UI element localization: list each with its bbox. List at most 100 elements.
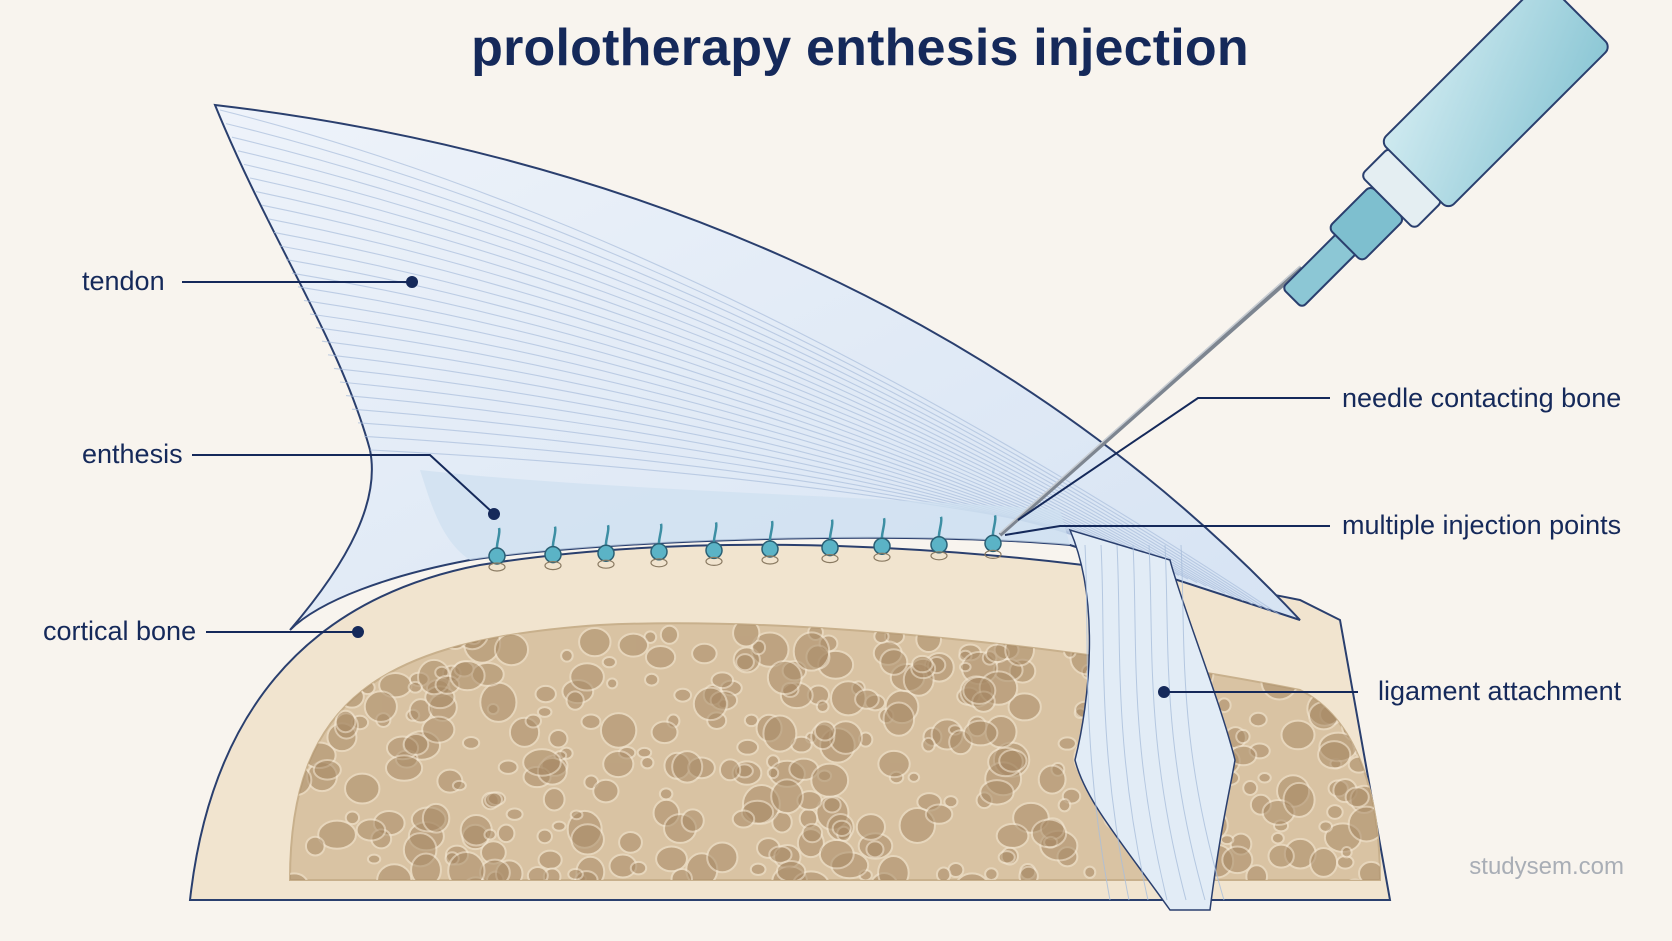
bone-pore	[451, 779, 467, 792]
bone-pore	[813, 720, 837, 742]
bone-pore	[1245, 864, 1269, 880]
bone-pore	[304, 835, 326, 857]
bone-pore	[749, 862, 767, 877]
bone-pore	[1317, 740, 1352, 770]
injection-point	[821, 519, 839, 564]
bone-pore	[691, 642, 718, 665]
bone-pore	[618, 831, 643, 854]
bone-pore	[537, 849, 563, 871]
injection-point	[930, 516, 948, 561]
bone-pore	[447, 851, 486, 880]
bone-pore	[376, 863, 413, 880]
bone-pore	[935, 866, 952, 880]
bone-pore	[1340, 846, 1353, 859]
needle-shaft	[998, 266, 1304, 537]
label-cortical-bone: cortical bone	[43, 616, 197, 646]
bone-pore	[484, 791, 503, 809]
tendon-fiber	[261, 204, 1216, 591]
bone-pore	[567, 867, 584, 880]
bone-pore	[921, 736, 936, 753]
ligament-fiber	[1164, 544, 1206, 901]
label-ligament-attachment: ligament attachment	[1378, 676, 1622, 706]
injection-point	[650, 523, 668, 568]
bone-pore	[560, 648, 574, 663]
bone-pore	[1037, 764, 1067, 795]
bone-pore	[792, 631, 831, 672]
bone-pore	[1326, 804, 1344, 820]
bone-pore	[1057, 798, 1072, 813]
bone-pore	[483, 828, 497, 841]
bone-pore	[1280, 719, 1316, 751]
bone-pore	[524, 713, 543, 729]
ligament-fiber	[1100, 544, 1130, 901]
bone-pore	[366, 853, 382, 865]
bone-pore	[818, 838, 855, 870]
label-tendon: tendon	[82, 266, 165, 296]
bone-pore	[706, 841, 739, 874]
enthesis-zone	[420, 470, 1070, 560]
bone-pore	[410, 852, 442, 880]
enthesis-leader	[192, 454, 493, 513]
bone-pore	[770, 778, 804, 815]
bone-pore	[810, 762, 850, 798]
bone-pore	[962, 719, 999, 747]
bone-pore	[855, 813, 886, 841]
bone-pore	[334, 709, 357, 734]
bone-pore	[762, 714, 798, 753]
bone-pore	[659, 624, 680, 645]
bone-pore	[1309, 847, 1339, 878]
watermark: studysem.com	[1469, 853, 1624, 880]
bone-pore	[569, 809, 584, 821]
bone-pore	[565, 690, 585, 711]
bone-pore	[831, 819, 852, 837]
bone-pore	[580, 713, 602, 730]
injection-points-leader	[1004, 525, 1330, 536]
tendon-fiber	[279, 245, 1189, 580]
ligament-fiber	[1132, 544, 1168, 901]
bone-pore	[1242, 780, 1259, 796]
bone-pore	[735, 653, 755, 672]
bone-pore	[536, 706, 553, 718]
bone-pore	[1007, 692, 1042, 722]
injection-point	[597, 524, 615, 569]
bone-pore	[877, 855, 910, 880]
bone-pore	[801, 822, 824, 844]
injection-point	[873, 517, 891, 562]
bone-pore	[421, 715, 456, 744]
bone-pore	[290, 872, 309, 880]
bone-pore	[548, 729, 569, 749]
bone-pore	[1270, 831, 1285, 845]
bone-pore	[718, 758, 742, 782]
bone-pore	[617, 632, 650, 658]
bone-pore	[658, 787, 674, 801]
bone-pore	[402, 732, 430, 756]
bone-pore	[644, 644, 677, 670]
syringe	[998, 0, 1609, 537]
bone-pore	[1083, 865, 1097, 879]
bone-pore	[854, 688, 880, 710]
tendon-fiber	[243, 163, 1244, 602]
bone-pore	[602, 750, 635, 779]
bone-pore	[731, 809, 756, 829]
bone-pore	[822, 796, 842, 814]
bone-pore	[1282, 781, 1316, 818]
bone-pore	[670, 867, 693, 880]
bone-pore	[877, 749, 911, 779]
bone-pore	[998, 748, 1028, 773]
bone-pore	[1358, 860, 1380, 880]
bone-pore	[601, 656, 617, 669]
bone-pore	[407, 680, 423, 694]
bone-pore	[879, 648, 909, 676]
bone-pore	[907, 771, 921, 783]
bone-pore	[943, 795, 959, 809]
injection-point	[761, 520, 779, 565]
ligament-fiber	[1084, 544, 1111, 901]
tendon-fiber	[255, 191, 1226, 594]
tendon-fiber	[225, 123, 1272, 612]
needle-leader	[1017, 397, 1330, 521]
bone-pore	[768, 845, 793, 864]
bone-pore	[924, 803, 954, 825]
bone-pore	[1356, 623, 1380, 654]
bone-pore	[710, 671, 735, 690]
